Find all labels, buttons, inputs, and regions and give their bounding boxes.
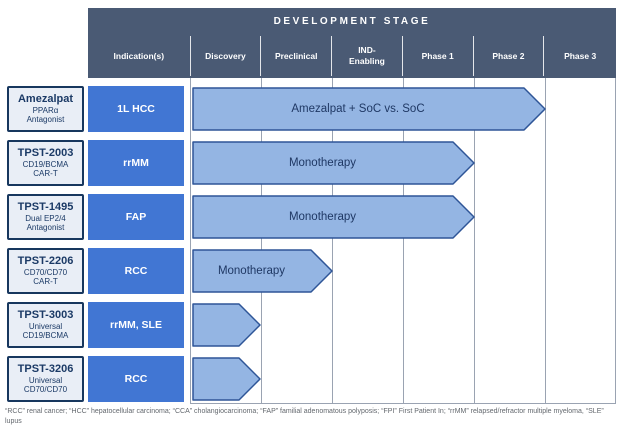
arrow-shape-svg [192,195,475,239]
pipeline-row: TPST-3206 Universal CD70/CD70 RCC [0,356,622,402]
program-subtitle: CD70/CD70 [23,385,68,395]
arrow-shape-svg [192,357,261,401]
column-header-phase-3: Phase 3 [543,36,616,76]
arrow-shape-svg [192,249,333,293]
grid-line [403,78,404,403]
indication-cell: 1L HCC [88,86,184,132]
program-name: TPST-3206 [17,363,74,376]
stage-grid [190,78,616,404]
column-header-phase-1: Phase 1 [401,36,473,76]
header-title: DEVELOPMENT STAGE [273,15,431,27]
program-card: TPST-2206 CD70/CD70 CAR-T [7,248,84,294]
arrow-shape-svg [192,87,546,131]
pipeline-row: TPST-2003 CD19/BCMA CAR-T rrMM Monothera… [0,140,622,186]
column-header-indications: Indication(s) [113,50,165,61]
stage-column-headers: Indication(s) Discovery Preclinical IND-… [88,36,616,76]
program-card: TPST-3206 Universal CD70/CD70 [7,356,84,402]
grid-line [545,78,546,403]
progress-arrow: Monotherapy [192,141,475,185]
program-name: TPST-2003 [17,147,74,160]
program-name: Amezalpat [17,93,74,106]
program-card: TPST-1495 Dual EP2/4 Antagonist [7,194,84,240]
pipeline-row: Amezalpat PPARα Antagonist 1L HCC Amezal… [0,86,622,132]
pipeline-row: TPST-1495 Dual EP2/4 Antagonist FAP Mono… [0,194,622,240]
program-subtitle: CD70/CD70 [23,267,68,277]
progress-arrow: Amezalpat + SoC vs. SoC [192,87,546,131]
grid-line [190,78,191,403]
program-subtitle: CD19/BCMA [22,159,69,169]
program-subtitle: Antagonist [26,223,65,233]
program-subtitle: CAR-T [33,169,58,179]
arrow-label: Monotherapy [288,211,357,223]
grid-line [261,78,262,403]
grid-line [615,78,616,403]
arrow-label: Monotherapy [217,265,286,277]
program-card: TPST-3003 Universal CD19/BCMA [7,302,84,348]
progress-arrow [192,303,261,347]
arrow-label: Amezalpat + SoC vs. SoC [291,103,425,115]
indication-cell: RCC [88,356,184,402]
program-card: TPST-2003 CD19/BCMA CAR-T [7,140,84,186]
program-name: TPST-1495 [17,201,74,214]
pipeline-row: TPST-2206 CD70/CD70 CAR-T RCC Monotherap… [0,248,622,294]
arrow-label [192,357,239,401]
column-header-ind-enabling: IND-Enabling [331,36,402,76]
column-header-discovery: Discovery [189,36,261,76]
arrow-shape-svg [192,303,261,347]
footnote: “RCC” renal cancer; “HCC” hepatocellular… [5,408,604,425]
development-stage-header: DEVELOPMENT STAGE Indication(s) Discover… [88,8,616,78]
pipeline-row: TPST-3003 Universal CD19/BCMA rrMM, SLE [0,302,622,348]
indication-cell: FAP [88,194,184,240]
program-subtitle: CD19/BCMA [22,331,69,341]
program-name: TPST-2206 [17,255,74,268]
arrow-label: Monotherapy [288,157,357,169]
program-subtitle: Universal [28,321,63,331]
grid-line [332,78,333,403]
program-subtitle: PPARα [32,105,59,115]
arrow-shape-svg [192,141,475,185]
program-card: Amezalpat PPARα Antagonist [7,86,84,132]
program-subtitle: Antagonist [26,115,65,125]
program-name: TPST-3003 [17,309,74,322]
column-header-preclinical: Preclinical [260,36,331,76]
progress-arrow: Monotherapy [192,195,475,239]
arrow-label [192,303,239,347]
grid-line [474,78,475,403]
progress-arrow [192,357,261,401]
indication-cell: rrMM [88,140,184,186]
progress-arrow: Monotherapy [192,249,333,293]
program-subtitle: Universal [28,375,63,385]
indication-cell: rrMM, SLE [88,302,184,348]
program-subtitle: CAR-T [33,277,58,287]
column-header-phase-2: Phase 2 [472,36,544,76]
program-subtitle: Dual EP2/4 [25,213,66,223]
indication-cell: RCC [88,248,184,294]
